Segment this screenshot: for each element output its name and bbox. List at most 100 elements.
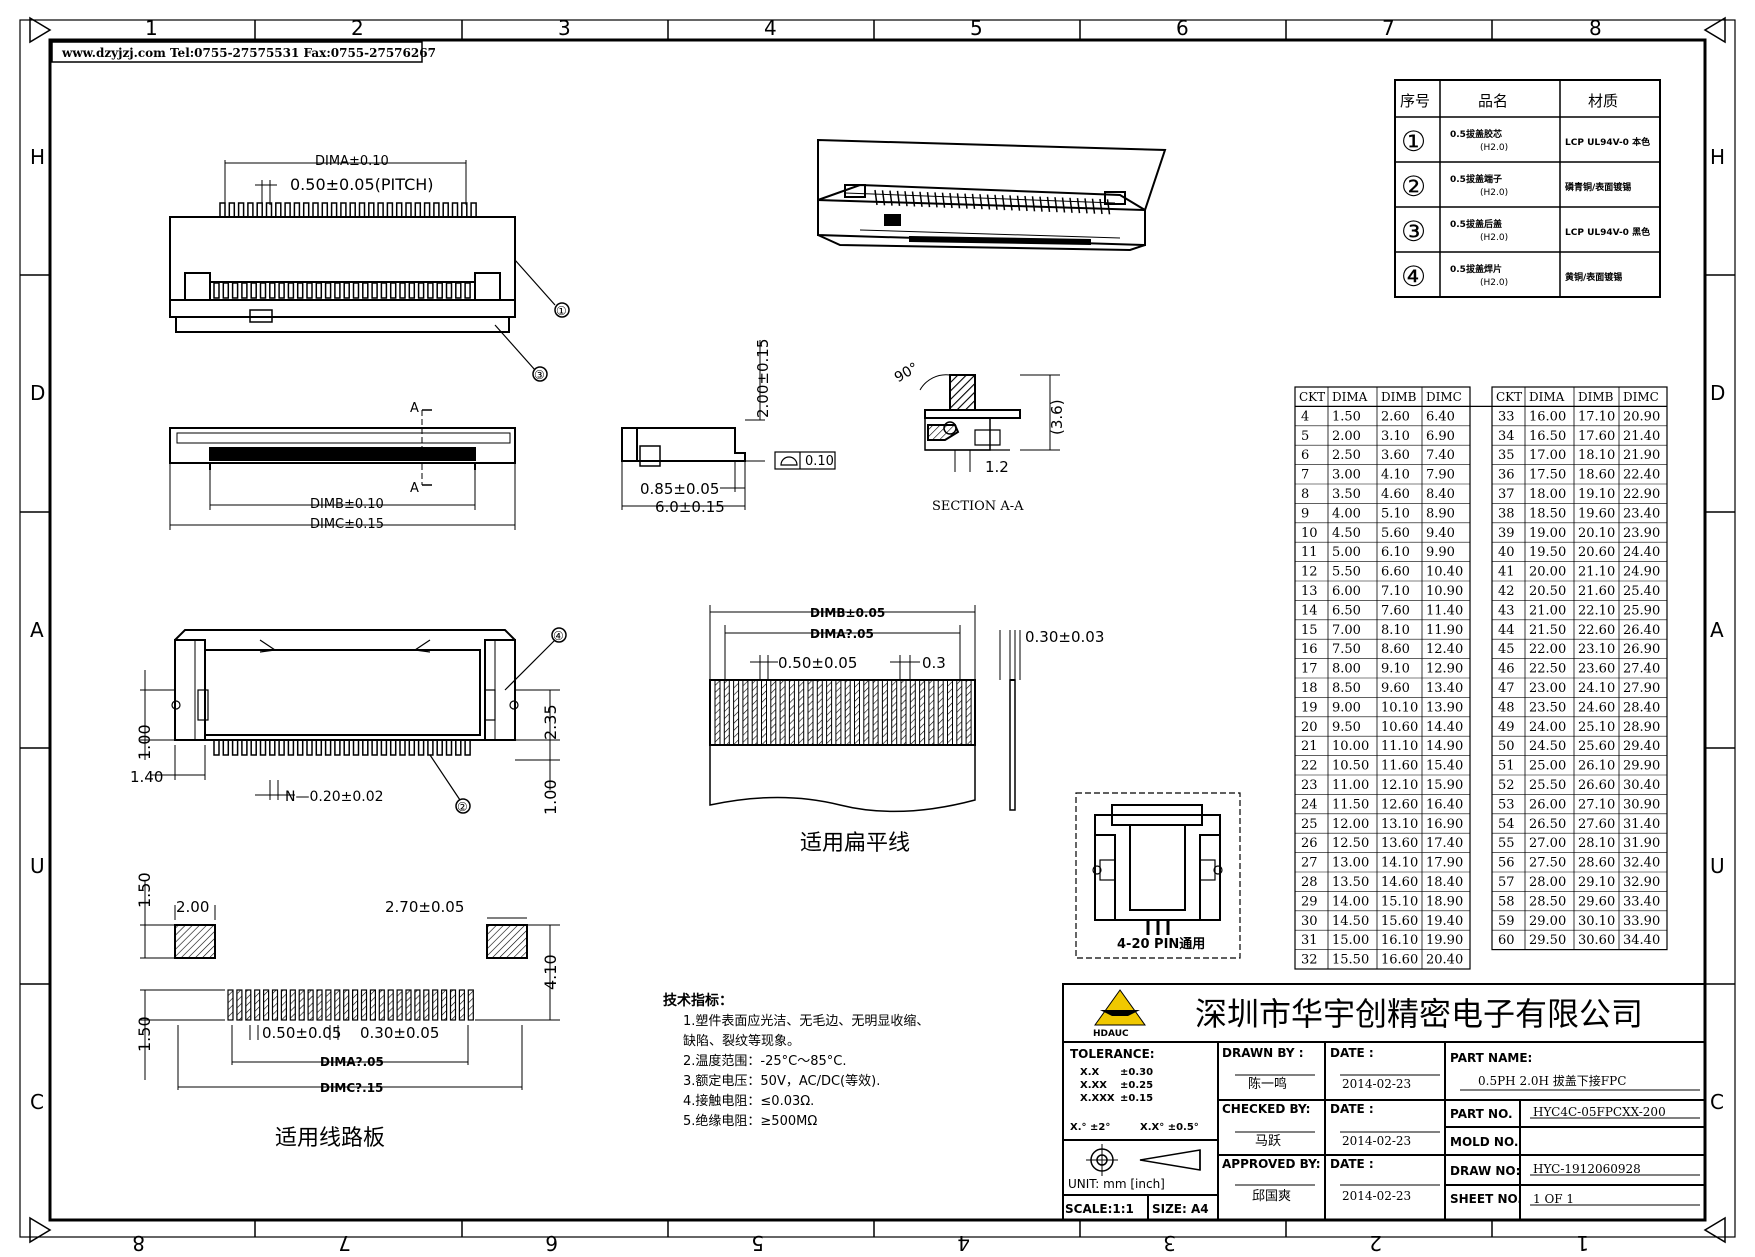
pin [250,282,257,299]
dim-table-cell: 57 [1498,875,1515,890]
dim-table-cell: 50 [1498,739,1515,754]
logo-text: HDAUC [1093,1029,1129,1039]
dim-table-cell: 12 [1301,565,1318,580]
unit-label: UNIT: mm [inch] [1068,1177,1165,1191]
pin [1031,196,1036,212]
dim-table-cell: 21.90 [1623,448,1660,463]
dim-table-cell: 7.90 [1426,468,1455,483]
dim-table-cell: 20.50 [1529,584,1566,599]
dim-table-cell: 29.10 [1578,875,1615,890]
pin [315,282,323,299]
pin [343,739,350,756]
bom-row-material: 磷青铜/表面镀锡 [1565,181,1631,193]
dim-table-cell: 26.40 [1623,623,1660,638]
section-label: SECTION A-A [932,499,1024,514]
bom-row-no: ③ [1401,215,1426,248]
pin [231,739,239,756]
pin [417,739,425,756]
dim-fpc-050: 0.50±0.05 [778,654,857,672]
pcb-pad [396,989,403,1021]
date-label-1: DATE : [1330,1046,1374,1060]
date-value-2: 2014-02-23 [1342,1134,1411,1148]
iso-view [817,138,1167,252]
pin [380,282,388,299]
dim-table-cell: 27.00 [1529,836,1566,851]
checked-by-label: CHECKED BY: [1222,1102,1310,1116]
pin [330,202,338,218]
tolerance-angle-1: X.° ±2° [1070,1122,1110,1133]
dim-table-cell: 26.60 [1578,778,1615,793]
dim-table-cell: 29.60 [1578,894,1615,909]
bom-row-no: ④ [1401,260,1426,293]
dim-table-cell: 43 [1498,603,1515,618]
section-mark-a-top: A [410,401,419,416]
dim-table-cell: 6 [1301,448,1309,463]
grid-col-label-top: 4 [764,16,777,40]
pin [275,202,282,218]
fpc-finger [854,679,860,746]
dim-table-cell: 46 [1498,662,1515,677]
fpc-finger [816,679,823,746]
dim-fpc-thickness: 0.30±0.03 [1025,628,1104,646]
dim-table-cell: 21 [1301,739,1318,754]
dim-table-cell: 19.90 [1426,933,1463,948]
pin [986,194,991,210]
pcb-pad [227,989,234,1021]
dim-table-cell: 33.40 [1623,894,1660,909]
dim-pcb-dimc: DIMC?.15 [320,1081,383,1095]
grid-col-label-top: 2 [351,16,364,40]
fpc-finger [770,679,777,746]
pin [408,739,416,756]
dim-table-cell: 12.50 [1332,836,1369,851]
bom-row-name: 0.5拔盖端子 [1450,173,1502,185]
pcb-pad [432,989,439,1021]
dim-table-header: DIMB [1381,390,1417,404]
dim-table-cell: 10 [1301,526,1318,541]
pin [445,282,453,299]
dim-side-height: 2.00±0.15 [754,339,772,418]
dim-table-cell: 24.00 [1529,720,1566,735]
pcb-pad [334,989,341,1021]
dim-pcb-150: 1.50 [135,872,154,908]
pin [427,739,434,756]
dim-table-cell: 18.10 [1578,448,1615,463]
pin [228,202,236,218]
fpc-finger [714,679,721,746]
dim-table-cell: 4.60 [1381,487,1410,502]
dim-table-cell: 52 [1498,778,1515,793]
grid-col-label-bottom: 3 [1163,1231,1176,1255]
bom-row-material: 黄铜/表面镀锡 [1565,271,1622,283]
dim-table-cell: 9.50 [1332,720,1361,735]
dim-pcb-270: 2.70±0.05 [385,898,464,916]
company-name: 深圳市华宇创精密电子有限公司 [1195,995,1643,1033]
dim-table-cell: 25 [1301,817,1318,832]
pin [464,282,471,299]
dim-table-cell: 19.00 [1529,526,1566,541]
dim-table-cell: 10.50 [1332,759,1369,774]
dim-table-cell: 10.40 [1426,565,1463,580]
bom-row-no: ② [1401,170,1426,203]
dim-table-cell: 15.10 [1381,894,1418,909]
dim-pcb-050: 0.50±0.05 [262,1024,341,1042]
callout-bubble [554,302,570,318]
tolerance-rows: X.X±0.30X.XX±0.25X.XXX±0.15 [1080,1067,1153,1104]
dim-table-cell: 23.60 [1578,662,1615,677]
pin [1099,198,1103,215]
dim-table-cell: 9 [1301,506,1309,521]
company-logo [1094,989,1146,1026]
dim-table-cell: 34 [1498,429,1515,444]
dim-table-cell: 13.50 [1332,875,1369,890]
dim-sec-36: (3.6) [1048,399,1066,435]
part-name-value: 0.5PH 2.0H 拔盖下接FPC [1478,1073,1626,1088]
dim-table-cell: 53 [1498,797,1515,812]
pin [386,202,394,218]
callout-1: ① [556,304,567,318]
dim-table-cell: 20 [1301,720,1318,735]
dim-fpc-dimb: DIMB±0.05 [810,606,885,620]
pin [293,202,301,218]
fpc-finger [844,679,851,746]
fpc-finger [891,679,898,746]
fpc-finger [835,679,842,746]
bottom-view [140,629,560,801]
dim-table-cell: 29.40 [1623,739,1660,754]
